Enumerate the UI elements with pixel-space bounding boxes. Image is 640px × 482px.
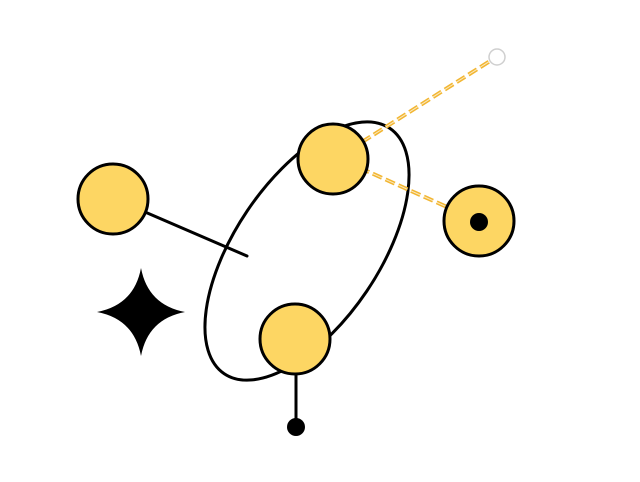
dashed-link-top-to-right-highlight	[359, 167, 448, 208]
node-bottom	[258, 302, 332, 376]
four-point-star-icon	[97, 268, 185, 356]
node-left	[76, 162, 150, 236]
filled-endpoint	[287, 418, 305, 436]
link-left-to-ellipse	[143, 210, 249, 258]
dashed-link-top-to-endpoint-highlight	[361, 60, 491, 143]
node-right-inner-dot	[470, 213, 488, 231]
open-endpoint	[488, 48, 506, 66]
node-top	[296, 122, 370, 196]
group-ellipse	[203, 120, 411, 382]
